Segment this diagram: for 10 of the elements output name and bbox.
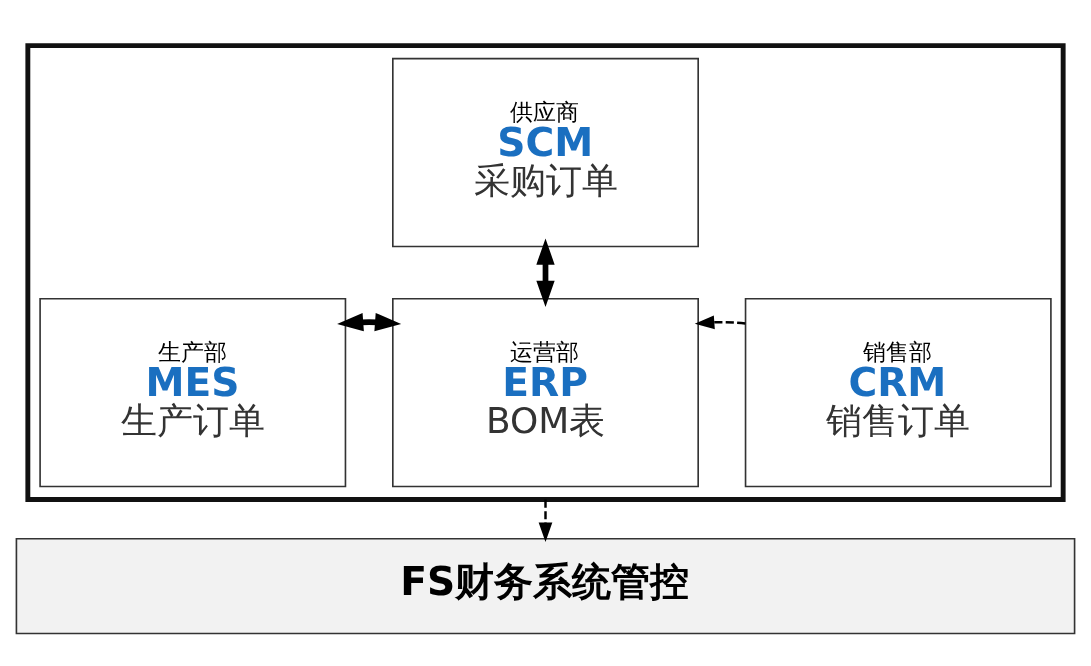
arrow [337,313,402,332]
node-box: FS财务系统管控 [15,537,1076,635]
arrow [538,499,553,543]
node-box: 供应商 SCM 采购订单 [392,57,699,248]
arrow [694,315,746,330]
arrow [536,238,555,307]
node-box: 运营部 ERP BOM表 [392,297,699,488]
node-box: 生产部 MES 生产订单 [39,297,347,488]
cluster [25,43,1066,502]
node-box: 销售部 CRM 销售订单 [744,297,1052,488]
